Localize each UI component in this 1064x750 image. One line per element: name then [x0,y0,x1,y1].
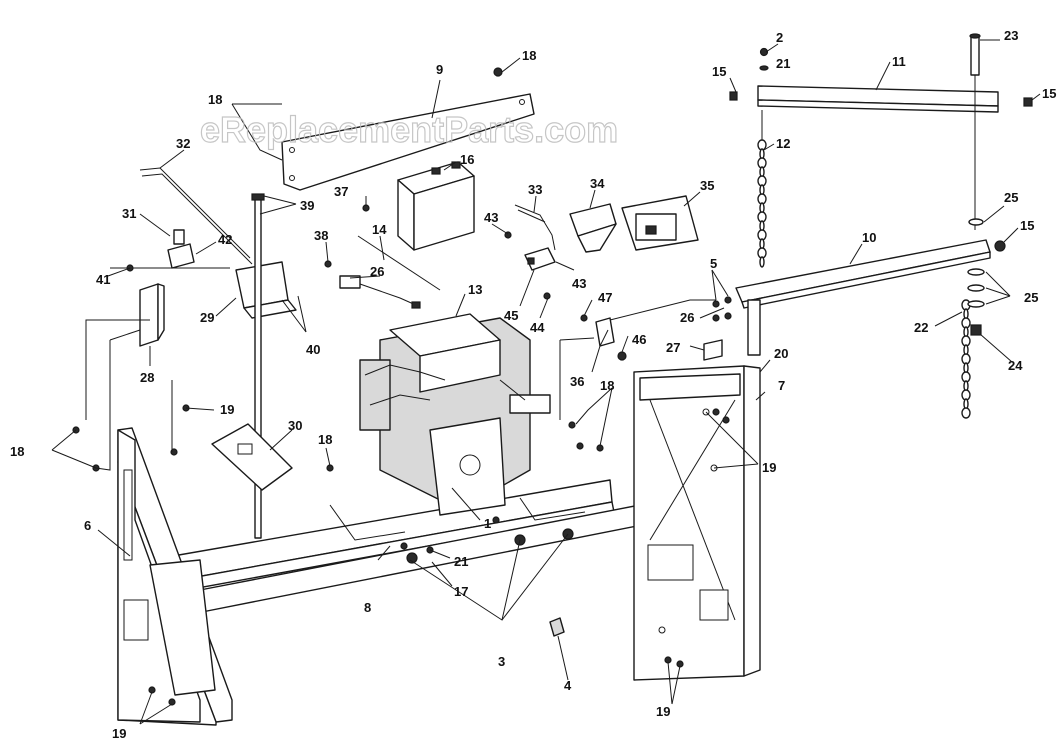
callout-31: 31 [122,206,136,221]
callout-46: 46 [632,332,646,347]
callout-32: 32 [176,136,190,151]
callout-44: 44 [530,320,545,335]
callout-22: 22 [914,320,928,335]
left-side-plate [117,427,233,726]
callout-18e: 18 [10,444,24,459]
callout-18a: 18 [522,48,536,63]
callout-17: 17 [454,584,468,599]
callout-13: 13 [468,282,482,297]
callout-19d: 19 [112,726,126,741]
callout-2: 2 [776,30,783,45]
callout-15c: 15 [1020,218,1034,233]
upper-bar [729,85,1033,113]
hardware [72,67,732,706]
watermark: eReplacementParts.com [200,109,618,150]
callout-labels: 1 2 3 4 5 6 7 8 9 10 11 12 13 14 15 15 1… [10,28,1056,741]
callout-36: 36 [570,374,584,389]
washers [759,47,985,336]
callout-14: 14 [372,222,387,237]
wiring-harness [339,235,441,309]
callout-19a: 19 [220,402,234,417]
callout-37: 37 [334,184,348,199]
callout-43b: 43 [572,276,586,291]
callout-40: 40 [306,342,320,357]
callout-30: 30 [288,418,302,433]
pin [969,33,981,230]
callout-39: 39 [300,198,314,213]
lower-bar [735,239,1006,356]
callout-6: 6 [84,518,91,533]
callout-34: 34 [590,176,605,191]
callout-9: 9 [436,62,443,77]
chain-link [759,256,765,268]
callout-21a: 21 [776,56,790,71]
battery [397,161,475,251]
callout-25a: 25 [1004,190,1018,205]
callout-3: 3 [498,654,505,669]
bolt-4 [549,617,565,637]
callout-10: 10 [862,230,876,245]
callout-7: 7 [778,378,785,393]
rod [139,167,253,265]
side-bracket [110,229,230,347]
callout-1: 1 [484,516,491,531]
chain-lower [961,299,971,419]
callout-33: 33 [528,182,542,197]
light-housing [569,195,699,253]
top-bracket [281,93,535,191]
small-bracket [595,317,723,361]
callout-28: 28 [140,370,154,385]
callout-18d: 18 [600,378,614,393]
callout-4: 4 [564,678,572,693]
callout-12: 12 [776,136,790,151]
callout-21b: 21 [454,554,468,569]
callout-35: 35 [700,178,714,193]
callout-18c: 18 [318,432,332,447]
support-bracket [235,193,297,539]
callout-15b: 15 [1042,86,1056,101]
callout-26b: 26 [680,310,694,325]
switch-assembly [514,204,556,271]
callout-26a: 26 [370,264,384,279]
callout-43a: 43 [484,210,498,225]
callout-5: 5 [710,256,717,271]
callout-25b: 25 [1024,290,1038,305]
callout-41: 41 [96,272,110,287]
callout-15a: 15 [712,64,726,79]
chain-upper [757,110,767,268]
mount-plate [211,423,293,491]
callout-38: 38 [314,228,328,243]
callout-27: 27 [666,340,680,355]
callout-42: 42 [218,232,232,247]
right-side-plate [633,365,761,681]
callout-8: 8 [364,600,371,615]
callout-16: 16 [460,152,474,167]
chain-link [961,407,971,419]
callout-45: 45 [504,308,518,323]
base-frame [149,479,643,613]
callout-18b: 18 [208,92,222,107]
callout-47: 47 [598,290,612,305]
callout-24: 24 [1008,358,1023,373]
callout-23: 23 [1004,28,1018,43]
leader-lines [51,39,1041,725]
callout-29: 29 [200,310,214,325]
callout-11: 11 [892,54,906,69]
engine [359,313,551,516]
callout-19b: 19 [762,460,776,475]
callout-19c: 19 [656,704,670,719]
callout-20: 20 [774,346,788,361]
